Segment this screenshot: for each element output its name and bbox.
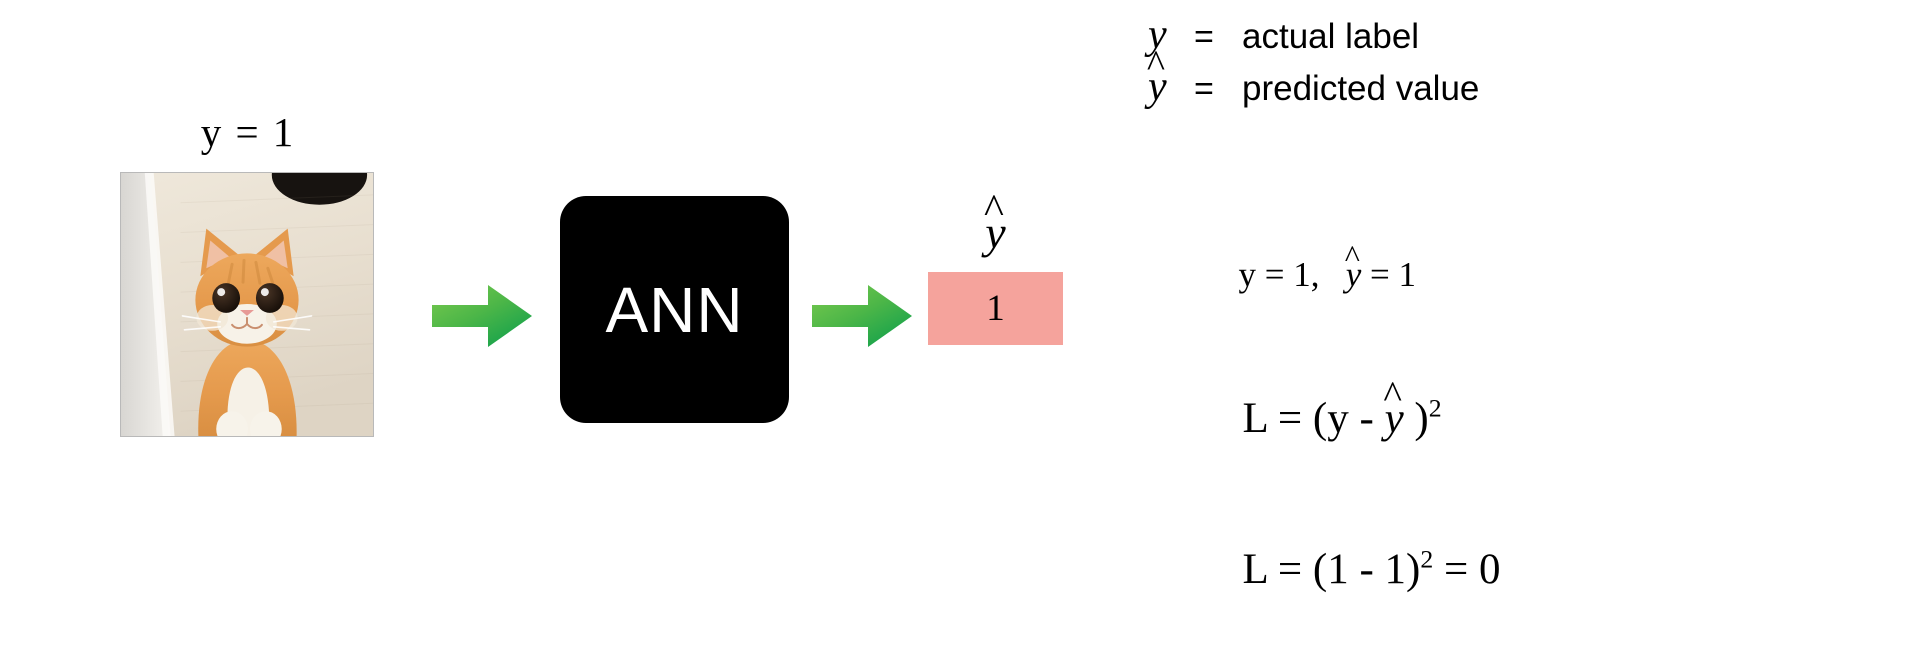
legend-symbol-yhat-base: y: [1148, 64, 1167, 110]
equation-values-hat-icon: ^: [1344, 238, 1360, 275]
equation-values-hat-base: y: [1345, 255, 1362, 294]
equation-values-prefix: y = 1,: [1238, 255, 1346, 294]
green-arrow-right-icon-1: [432, 285, 532, 347]
input-image-cat: [120, 172, 374, 437]
prediction-value: 1: [986, 288, 1005, 329]
equation-loss-hat-icon: ^: [1383, 373, 1402, 418]
legend-text-predicted-value: predicted value: [1242, 69, 1480, 108]
equation-loss-prefix: L = (y -: [1242, 395, 1385, 442]
legend-symbol-y: y: [1148, 14, 1194, 56]
ann-model-label: ANN: [605, 273, 744, 346]
legend: y = actual label ^ y = predicted value: [1147, 14, 1848, 118]
prediction-symbol-label: ^ y: [928, 186, 1063, 259]
prediction-symbol-base: y: [985, 207, 1006, 258]
equation-loss-result: L = (1 - 1)2 = 0: [1178, 505, 1501, 634]
legend-row-predicted: ^ y = predicted value: [1147, 46, 1848, 118]
equation-result-prefix: L = (1 - 1): [1242, 546, 1421, 593]
equation-result-exponent: 2: [1420, 544, 1434, 574]
legend-row-actual: y = actual label: [1148, 14, 1848, 66]
equation-loss-hat-base: y: [1384, 395, 1404, 442]
equation-loss-suffix: ): [1403, 395, 1429, 442]
loss-equations: y = 1, ^y = 1 L = (y - ^y )2 L = (1 - 1)…: [1178, 222, 1501, 634]
ann-model-box: ANN: [560, 196, 789, 423]
legend-symbol-y-base: y: [1148, 12, 1167, 58]
prediction-value-box: 1: [928, 272, 1063, 345]
input-label-caption: y = 1: [200, 109, 296, 155]
legend-hat-accent-icon: ^: [1146, 43, 1165, 86]
legend-text-actual-label: actual label: [1242, 17, 1420, 56]
legend-equals-0: =: [1194, 18, 1214, 56]
equation-loss-exponent: 2: [1428, 393, 1442, 423]
equation-loss-formula: L = (y - ^y )2: [1178, 354, 1501, 483]
equation-values-suffix: = 1: [1361, 255, 1417, 294]
green-arrow-right-icon-2: [812, 285, 912, 347]
hat-accent-icon: ^: [983, 185, 1004, 233]
cat-photo-illustration: [121, 173, 373, 436]
equation-result-suffix: = 0: [1433, 546, 1501, 593]
legend-equals-1: =: [1194, 70, 1214, 108]
equation-values: y = 1, ^y = 1: [1186, 222, 1501, 327]
legend-symbol-yhat: ^ y: [1147, 46, 1194, 110]
